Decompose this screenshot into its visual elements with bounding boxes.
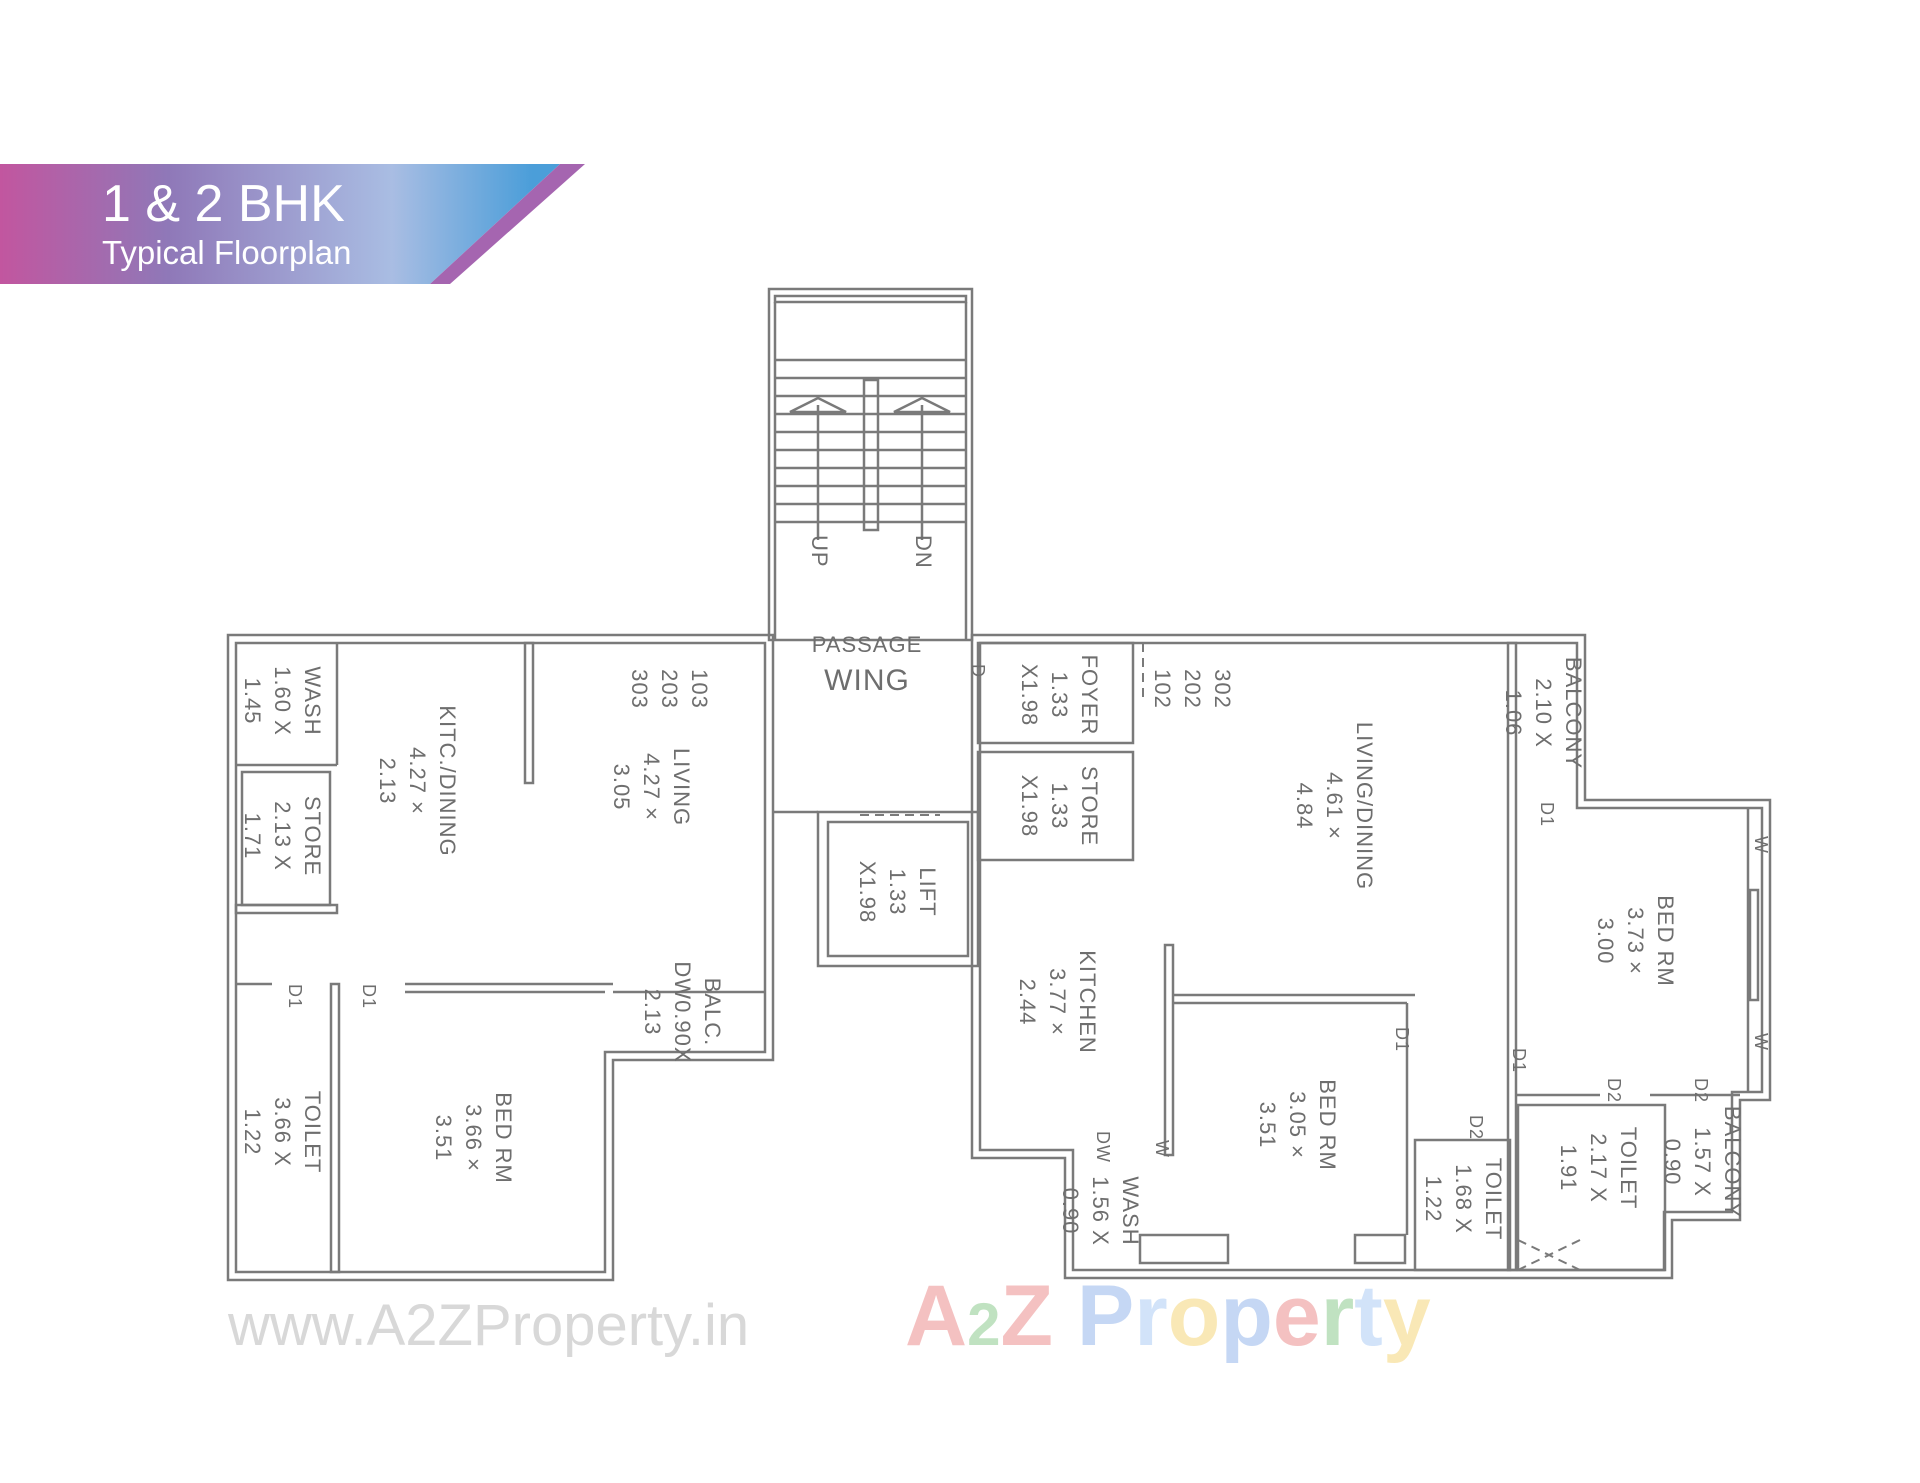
door-window-marker: D (968, 664, 988, 678)
watermark-url: www.A2ZProperty.in (227, 1293, 749, 1358)
banner-title: 1 & 2 BHK (102, 175, 345, 233)
door-window-marker: D2 (1604, 1078, 1624, 1103)
door-window-marker: D1 (1509, 1048, 1529, 1073)
door-window-marker: D1 (1537, 802, 1557, 827)
room-label-store-2: STORE1.33X1.98 (1017, 766, 1102, 846)
room-label-balcony-1: BALC.DW0.90X2.13 (640, 961, 725, 1062)
door-window-marker: D2 (1691, 1078, 1711, 1103)
passage-label: PASSAGE (812, 632, 923, 657)
door-window-marker: D1 (359, 984, 379, 1009)
room-label-wash-1: WASH1.60 X1.45 (240, 666, 325, 736)
room-label-bedroom-1: BED RM3.66 ×3.51 (431, 1092, 516, 1184)
room-label-lift: LIFT1.33X1.98 (855, 861, 940, 924)
staircase (767, 287, 974, 642)
door-window-marker: W (1751, 836, 1771, 854)
room-label-toilet-1: TOILET3.66 X1.22 (240, 1091, 325, 1174)
room-label-kitchen-2: KITCHEN3.77 ×2.44 (1015, 950, 1100, 1054)
room-label-store-1: STORE2.13 X1.71 (240, 796, 325, 876)
wing-label: WING (824, 664, 910, 697)
stair-up-label: UP (807, 535, 832, 568)
title-banner (0, 164, 585, 284)
passage-lift (773, 810, 980, 968)
room-label-wash-2: WASH1.56 X0.90 (1058, 1176, 1143, 1246)
room-label-balcony-2: BALCONY2.10 X1.06 (1501, 657, 1586, 769)
room-label-toilet-2b: TOILET2.17 X1.91 (1556, 1127, 1641, 1210)
room-label-flat-numbers-2: 302202102 (1150, 669, 1235, 709)
stair-down-label: DN (911, 535, 936, 569)
room-label-toilet-2a: TOILET1.68 X1.22 (1421, 1158, 1506, 1241)
door-window-marker: W (1152, 1140, 1172, 1158)
door-window-marker: W (1751, 1033, 1771, 1051)
door-window-marker: D1 (285, 984, 305, 1009)
room-label-living-1: LIVING4.27 ×3.05 (609, 748, 694, 826)
room-label-bedroom-2a: BED RM3.73 ×3.00 (1593, 895, 1678, 987)
room-label-kitchen-dining-1: KITC./DINING4.27 ×2.13 (375, 705, 460, 856)
door-window-marker: D1 (1392, 1027, 1412, 1052)
room-label-bedroom-2b: BED RM3.05 ×3.51 (1255, 1079, 1340, 1171)
room-label-foyer-2: FOYER1.33X1.98 (1017, 655, 1102, 736)
door-window-marker: DW (1093, 1131, 1113, 1163)
door-window-marker: D2 (1466, 1115, 1486, 1140)
unit-1bhk-walls (226, 633, 775, 1282)
room-label-flat-numbers-1: 103203303 (627, 669, 712, 709)
watermark-logo: A2Z Property (905, 1268, 1431, 1364)
room-label-balcony-2b: BALCONY1.57 X0.90 (1660, 1106, 1745, 1218)
banner-subtitle: Typical Floorplan (102, 234, 352, 271)
unit-2bhk-walls (970, 633, 1772, 1280)
room-label-living-dining-2: LIVING/DINING4.61 ×4.84 (1292, 722, 1377, 890)
